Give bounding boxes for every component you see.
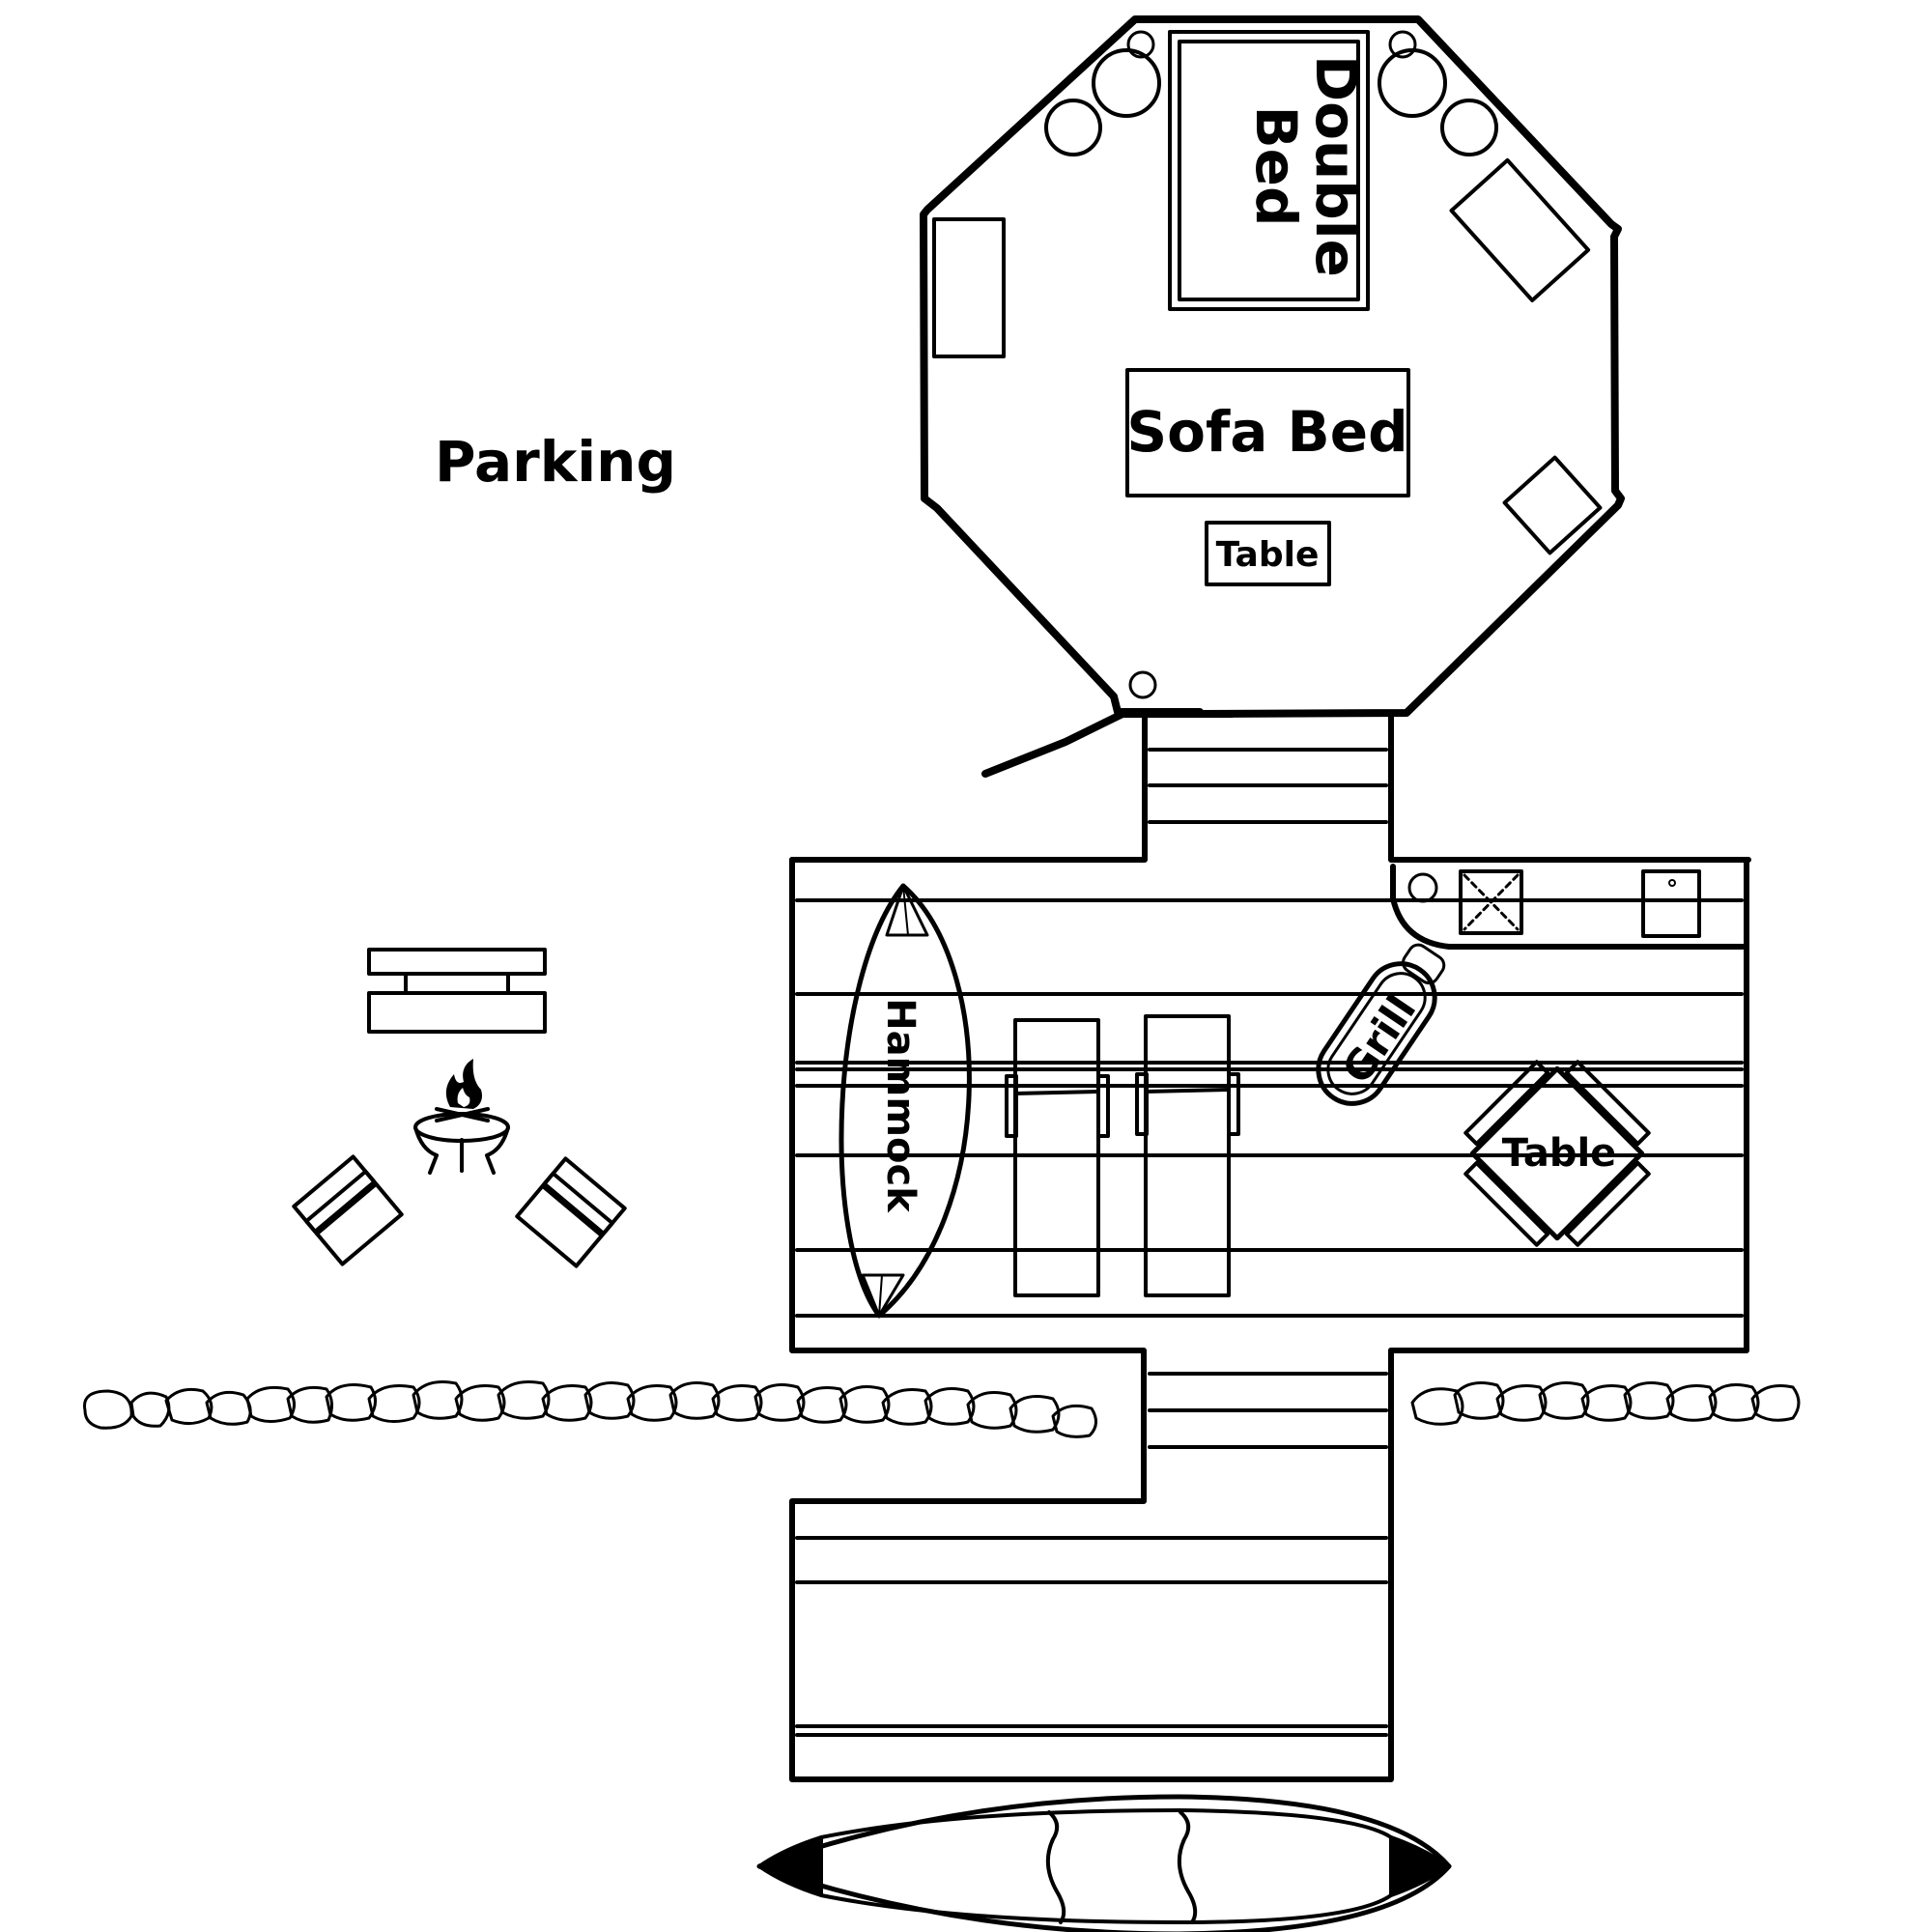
hammock-label: Hammock: [878, 998, 923, 1213]
stone-border: [1410, 1381, 1801, 1426]
outlet-icon: [1128, 670, 1157, 699]
stone-border: [83, 1380, 1097, 1438]
double-bed-label-line2: Bed: [1243, 105, 1309, 226]
round-stool: [1440, 99, 1498, 156]
double-bed: [1168, 30, 1370, 311]
lounge-chair: [1005, 1018, 1110, 1297]
outlet-icon: [1407, 872, 1438, 903]
deck-table-label: Table: [1502, 1131, 1617, 1176]
fridge-icon: [1641, 869, 1701, 938]
double-bed-label-line1: Double: [1303, 55, 1369, 277]
grill-icon: [1316, 943, 1446, 1106]
picnic-bench: [367, 948, 547, 1034]
main-deck: [789, 857, 1749, 1782]
cabinet: [1502, 455, 1603, 555]
lawn-chair: [292, 1154, 404, 1266]
cabinet: [1449, 157, 1591, 302]
outlet-icon: [1388, 30, 1417, 59]
stove-icon: [1459, 869, 1523, 935]
stove-burners: [1463, 873, 1520, 931]
cabin-table-label: Table: [1216, 535, 1320, 575]
cabin-table: [1205, 521, 1331, 586]
round-stool: [1092, 48, 1161, 118]
hammock: [838, 883, 972, 1319]
parking-label: Parking: [435, 429, 676, 495]
lawn-chair: [515, 1156, 627, 1268]
outlet-icon: [1126, 30, 1155, 59]
deck-table: [1463, 1060, 1651, 1247]
double-bed-inner: [1178, 40, 1360, 301]
canoe: [756, 1794, 1452, 1932]
dresser: [932, 217, 1006, 358]
lounge-chair: [1135, 1014, 1240, 1297]
cabin: [920, 15, 1625, 778]
round-stool: [1044, 99, 1102, 156]
sofa-bed: [1125, 368, 1410, 497]
sofa-bed-label: Sofa Bed: [1126, 399, 1407, 465]
kitchen-counter: [1390, 864, 1746, 950]
walkway-upper: [789, 711, 1751, 863]
round-stool: [1378, 48, 1447, 118]
firepit-icon: [413, 1059, 510, 1175]
